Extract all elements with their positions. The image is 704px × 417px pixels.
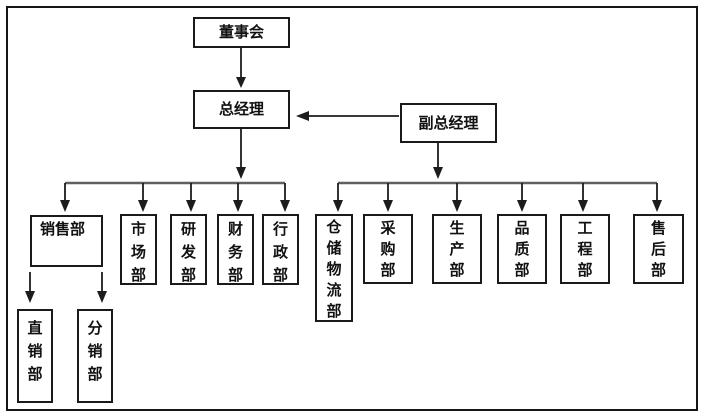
org-node-admin-dept: 行政部 [262, 214, 299, 285]
org-node-label: 售后部 [650, 219, 666, 279]
org-node-general-manager: 总经理 [193, 90, 290, 129]
org-node-label: 研发部 [180, 220, 196, 284]
org-node-engineering-dept: 工程部 [560, 214, 610, 284]
org-node-board: 董事会 [193, 17, 290, 48]
org-node-label: 采购部 [380, 219, 396, 279]
org-node-label: 市场部 [130, 220, 146, 284]
org-node-label: 生产部 [449, 219, 465, 279]
org-node-sales-dept: 销售部 [30, 215, 103, 267]
org-node-label: 工程部 [577, 219, 593, 279]
org-node-marketing-dept: 市场部 [120, 214, 157, 285]
org-node-label: 品质部 [514, 219, 530, 279]
org-node-distribution-dept: 分销部 [77, 309, 113, 403]
org-node-rd-dept: 研发部 [170, 214, 207, 285]
org-node-label: 直销部 [27, 319, 43, 383]
org-node-label: 财务部 [227, 220, 243, 284]
org-node-label: 副总经理 [418, 113, 479, 132]
org-node-quality-dept: 品质部 [497, 214, 547, 284]
org-node-warehouse-logistics-dept: 仓储物流部 [315, 214, 353, 322]
org-node-deputy-general-manager: 副总经理 [400, 103, 497, 143]
org-node-label: 总经理 [218, 100, 264, 118]
org-node-direct-sales-dept: 直销部 [17, 309, 53, 403]
org-node-purchasing-dept: 采购部 [363, 214, 413, 284]
org-node-label: 董事会 [218, 23, 264, 41]
org-node-label: 销售部 [40, 220, 86, 238]
org-node-label: 仓储物流部 [326, 218, 342, 320]
org-node-aftersales-dept: 售后部 [633, 214, 684, 284]
outer-border [6, 6, 698, 411]
org-node-label: 行政部 [272, 220, 288, 284]
org-node-label: 分销部 [87, 319, 103, 383]
org-node-production-dept: 生产部 [432, 214, 482, 284]
org-node-finance-dept: 财务部 [217, 214, 254, 285]
